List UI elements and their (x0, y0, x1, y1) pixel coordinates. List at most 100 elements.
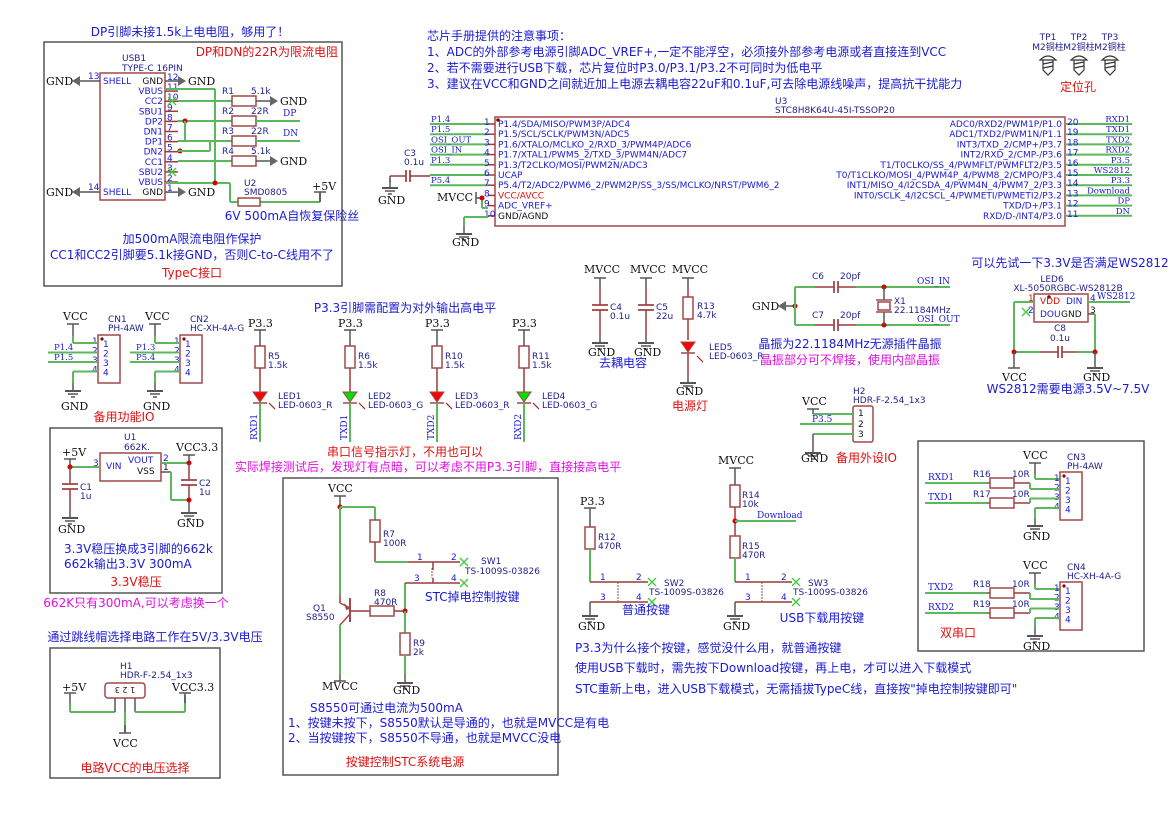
mvcc-label: MVCC (672, 263, 708, 276)
net-label: DP (283, 109, 296, 119)
pin-name: VSS (137, 467, 155, 477)
pin-name: T0/T1CLKO/MOSI_4/PWM4P_4/PWM8_2/CMPO/P3.… (835, 171, 1062, 181)
res-value: 5.1k (251, 87, 271, 97)
usb-key-label: USB下载用按键 (780, 611, 865, 625)
cn3-body (1059, 471, 1083, 521)
r7-ref: R7 (383, 530, 395, 540)
led-ref: LED2 (368, 392, 391, 402)
gnd-label: GND (752, 300, 779, 313)
ldo-body (99, 452, 162, 482)
ldo-frame (49, 427, 223, 594)
c8-value: 0.1u (1050, 334, 1070, 344)
pin-num: 4 (103, 369, 109, 379)
pin-num: 6 (484, 169, 490, 179)
pin-name: VDD (1040, 297, 1060, 307)
pin-num: 3 (167, 164, 173, 174)
cn3-ref: CN3 (1067, 453, 1086, 463)
vcc-label: VCC (801, 395, 827, 408)
usb-ref: USB1 (122, 54, 146, 64)
pin-num: 1 (600, 573, 606, 583)
pin-num: 5 (167, 144, 173, 154)
pin-num: 4 (1065, 506, 1071, 516)
pin-name: DP1 (145, 138, 163, 148)
power-symbol (639, 277, 653, 289)
pin-num: 3 (745, 593, 751, 603)
pin-num: 16 (1067, 159, 1079, 169)
pin-num: 11 (1067, 210, 1078, 220)
pin-num: 18 (1067, 138, 1079, 148)
fuse-part: SMD0805 (244, 188, 287, 198)
pin-num: 1 (858, 409, 864, 419)
c6-ref: C6 (812, 272, 824, 282)
ldo-note-1: 3.3V稳压换成3引脚的662k (64, 541, 213, 556)
pin-num: 3 (93, 459, 99, 469)
pin-num: 15 (1067, 169, 1078, 179)
cap-value: 0.1u (610, 312, 630, 322)
vcc-label: VCC (144, 310, 170, 323)
led-icon (516, 391, 532, 403)
power-led-label: 电源灯 (672, 399, 708, 413)
pin-num: 14 (88, 183, 100, 193)
typec-frame (43, 41, 343, 287)
pin-name: SHELL (103, 77, 131, 87)
no-connect-icon (791, 597, 801, 607)
cap-ref: C4 (610, 303, 622, 313)
net-label: TXD2 (427, 415, 437, 440)
pin-num: 3 (484, 138, 490, 148)
pin-name: GND (1061, 310, 1082, 320)
p33-label: P3.3 (248, 317, 273, 330)
vcc33-label: VCC3.3 (171, 681, 214, 694)
led-part: LED-0603_G (368, 401, 423, 411)
screw-icon (1100, 55, 1120, 76)
r15-ref: R15 (742, 542, 760, 552)
res-value: 10R (1012, 580, 1030, 590)
resistor (729, 484, 741, 508)
r12-ref: R12 (598, 533, 616, 543)
key-note-1: P3.3为什么接个按键，感觉没什么用，就普通按键 (575, 640, 841, 655)
res-value: 22R (251, 107, 269, 117)
tp-ref: TP3 (1101, 33, 1119, 43)
net-label: P5.4 (136, 353, 155, 363)
cn1-body (97, 334, 121, 384)
res-ref: R16 (973, 470, 991, 480)
usb-connector-body (99, 72, 166, 201)
net-label: TXD2 (928, 583, 953, 593)
cn4-ref: CN4 (1067, 563, 1086, 573)
tp-ref: TP1 (1039, 33, 1057, 43)
pin-name: DOU (1040, 310, 1061, 320)
chip-notes: 芯片手册提供的注意事项： 1、ADC的外部参考电源引脚ADC_VREF+,一定不… (427, 28, 962, 91)
cn2-ref: CN2 (190, 315, 209, 325)
pin-num: 3 (1065, 606, 1071, 616)
mvcc-label: MVCC (630, 263, 666, 276)
r9-value: 2k (413, 648, 425, 658)
resistor (584, 526, 596, 550)
led-part: LED-0603_G (542, 401, 597, 411)
pin-name: P5.4/T2/ADC2/PWM6_2/PWM2P/SS_3/SS/MCLKO/… (498, 181, 780, 191)
pin-name: VBUS (138, 178, 163, 188)
r14-ref: R14 (742, 491, 760, 501)
gnd-label: GND (578, 620, 605, 633)
screw-icon (1038, 55, 1058, 76)
mcu-ref: U3 (775, 97, 787, 107)
pin-name: P1.4/SDA/MISO/PWM3P/ADC4 (498, 120, 630, 130)
pin-name: INT1/MISO_4/I2CSDA_4/PWM4N_4/PWM7_2/P3.3 (847, 181, 1062, 191)
vcc-label: VCC (112, 737, 138, 750)
pin-num: 3 (1090, 306, 1096, 316)
pin-name: CC2 (145, 97, 163, 107)
pin-name: VBUS (138, 87, 163, 97)
cn4-part: HC-XH-4A-G (1067, 572, 1121, 582)
pin-num: 2 (163, 454, 169, 464)
pin-name: INT0/SCLK_4/I2CSCL_4/PWMETI/PWMETI2/P3.2 (854, 191, 1062, 201)
net-label: P3.3 (1111, 176, 1130, 186)
fuse-ref: U2 (244, 179, 256, 189)
typec-title: TypeC接口 (161, 265, 222, 280)
stc-power-title: 按键控制STC系统电源 (346, 755, 465, 769)
jumper-frame (49, 647, 221, 779)
p33-label: P3.3 (580, 495, 605, 508)
cap-value: 22u (656, 312, 673, 322)
r13-value: 4.7k (697, 311, 717, 321)
net-label: OSI_IN (431, 146, 463, 156)
ldo-note-2: 662k输出3.3V 300mA (64, 556, 193, 571)
pin-name: P1.6/XTALO/MCLKO_2/RXD_3/PWM4P/ADC6 (498, 140, 692, 150)
res-value: 10R (1012, 470, 1030, 480)
